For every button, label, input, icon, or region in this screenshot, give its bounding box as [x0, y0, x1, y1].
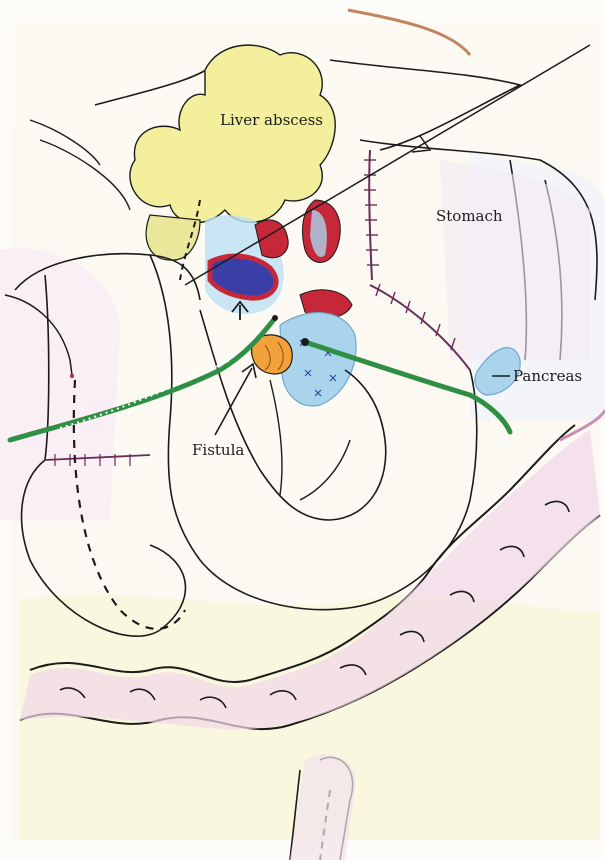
left-curve-end	[70, 374, 74, 378]
label-fistula: Fistula	[192, 443, 244, 458]
label-stomach: Stomach	[436, 209, 503, 224]
label-liver-abscess: Liver abscess	[220, 113, 323, 128]
label-pancreas: Pancreas	[513, 369, 582, 384]
drain-tip	[301, 338, 309, 346]
drain-tip-left	[272, 315, 278, 321]
